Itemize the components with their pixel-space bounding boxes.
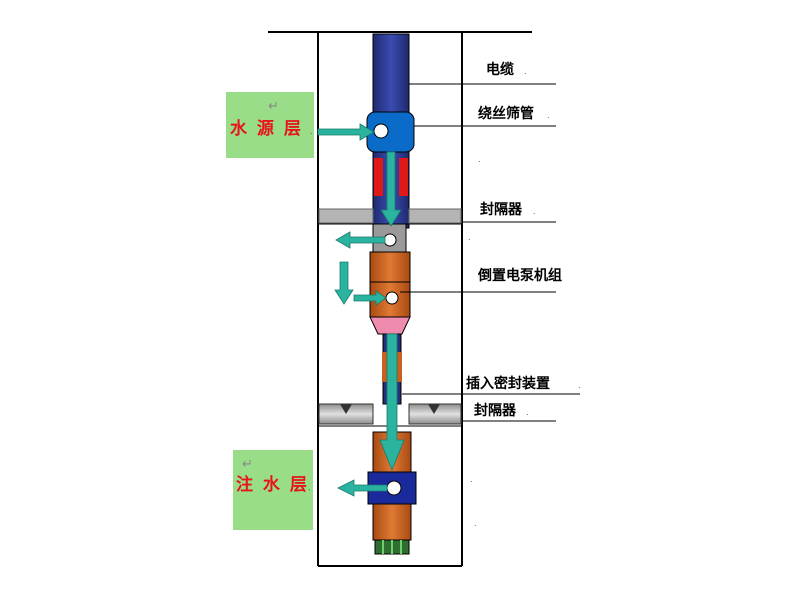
- label-packer-upper: 封隔器: [480, 201, 523, 218]
- upper-packer-right: [408, 208, 462, 224]
- arrow-down-upper: [380, 151, 402, 227]
- injection-layer-label: 注 水 层: [236, 474, 309, 495]
- label-inverted-pump: 倒置电泵机组: [477, 267, 562, 284]
- arrow-pump-in: [353, 290, 387, 306]
- arrow-intake: [317, 123, 375, 141]
- upper-packer-left: [318, 208, 374, 224]
- pump-body: [369, 251, 411, 318]
- water-source-layer-box: [226, 92, 314, 158]
- water-source-return-mark: ↵: [268, 99, 279, 114]
- leader-lines: [400, 83, 580, 422]
- label-insert-seal: 插入密封装置: [466, 375, 550, 392]
- wire-screen-port: [373, 123, 389, 139]
- mark-packer-upper: .: [533, 207, 536, 216]
- arrow-out-left: [335, 231, 386, 249]
- red-section-left: [374, 158, 383, 196]
- lower-packer-left-notch: [340, 404, 352, 414]
- cable-tube: [372, 33, 410, 125]
- red-section-right: [399, 158, 408, 196]
- label-cable: 电缆: [486, 61, 514, 78]
- pump-cone: [369, 316, 411, 335]
- insert-seal-right: [396, 352, 402, 382]
- mark-packer-lower: .: [526, 408, 529, 417]
- injection-port: [386, 480, 402, 496]
- mark-wire-screen: .: [547, 111, 550, 120]
- water-source-mark: .: [310, 127, 313, 136]
- pump-port: [385, 291, 399, 305]
- arrow-annulus-down: [334, 261, 354, 305]
- mark-dot-3: .: [470, 475, 473, 484]
- label-wire-screen: 绕丝筛管: [478, 105, 534, 122]
- mark-insert-seal: .: [578, 381, 581, 390]
- insert-seal-left: [382, 352, 388, 382]
- lower-packer-right-notch: [428, 404, 440, 414]
- mark-dot-2: .: [468, 233, 471, 242]
- mark-dot-1: .: [478, 155, 481, 164]
- flow-arrows: [317, 123, 405, 497]
- injection-mark: .: [308, 483, 311, 492]
- water-source-layer-label: 水 源 层: [230, 118, 303, 139]
- connector-port: [383, 233, 397, 247]
- mark-dot-4: .: [474, 519, 477, 528]
- label-packer-lower: 封隔器: [474, 402, 517, 419]
- injection-return-mark: ↵: [242, 457, 253, 472]
- arrow-down-lower: [379, 333, 405, 472]
- arrow-injection: [337, 479, 388, 497]
- injection-layer-box: [233, 450, 313, 530]
- mark-cable: .: [524, 67, 527, 76]
